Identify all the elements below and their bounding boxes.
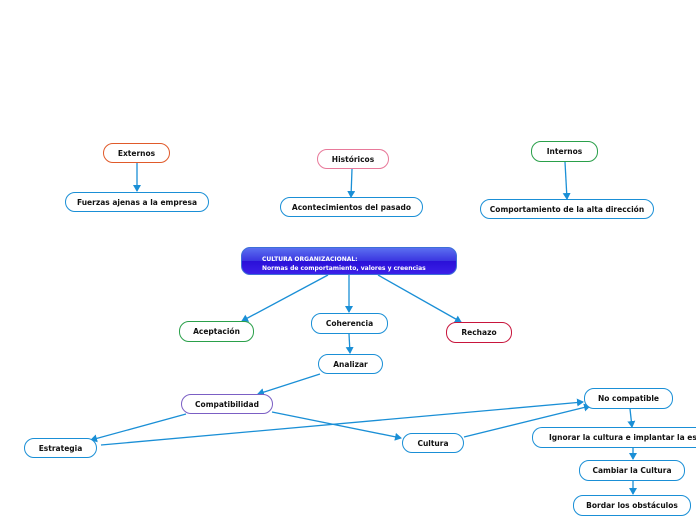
node-compatibilidad[interactable]: Compatibilidad: [181, 394, 273, 414]
central-topic[interactable]: CULTURA ORGANIZACIONAL: Normas de compor…: [241, 247, 457, 275]
node-no-compatible[interactable]: No compatible: [584, 388, 673, 409]
node-analizar[interactable]: Analizar: [318, 354, 383, 374]
edge-estrategia-no-compatible: [100, 398, 584, 446]
node-comportamiento[interactable]: Comportamiento de la alta dirección: [480, 199, 654, 219]
node-rechazo[interactable]: Rechazo: [446, 322, 512, 343]
node-bordar-obstaculos[interactable]: Bordar los obstáculos: [573, 495, 691, 516]
edge-central-aceptacion: [241, 274, 329, 322]
node-cultura[interactable]: Cultura: [402, 433, 464, 453]
edge-compatibilidad-cultura: [271, 411, 402, 441]
node-acontecimientos[interactable]: Acontecimientos del pasado: [280, 197, 423, 217]
node-ignorar-cultura[interactable]: Ignorar la cultura e implantar la estrat…: [532, 427, 696, 448]
node-externos[interactable]: Externos: [103, 143, 170, 163]
node-internos[interactable]: Internos: [531, 141, 598, 162]
edge-compatibilidad-estrategia: [90, 413, 187, 443]
node-estrategia[interactable]: Estrategia: [24, 438, 97, 458]
node-historicos[interactable]: Históricos: [317, 149, 389, 169]
edge-historicos-acontecimientos: [347, 168, 356, 198]
central-topic-subtitle: Normas de comportamiento, valores y cree…: [262, 265, 426, 272]
node-aceptacion[interactable]: Aceptación: [179, 321, 254, 342]
central-topic-title: CULTURA ORGANIZACIONAL:: [262, 256, 358, 263]
edge-cultura-no-compatible: [463, 403, 591, 438]
edge-no-compatible-ignorar: [627, 408, 636, 428]
node-cambiar-cultura[interactable]: Cambiar la Cultura: [579, 460, 685, 481]
edge-coherencia-analizar: [345, 333, 354, 354]
edge-analizar-compatibilidad: [257, 373, 321, 396]
edge-internos-comportamiento: [562, 161, 571, 200]
node-fuerzas-ajenas[interactable]: Fuerzas ajenas a la empresa: [65, 192, 209, 212]
edge-central-rechazo: [377, 274, 462, 323]
node-coherencia[interactable]: Coherencia: [311, 313, 388, 334]
